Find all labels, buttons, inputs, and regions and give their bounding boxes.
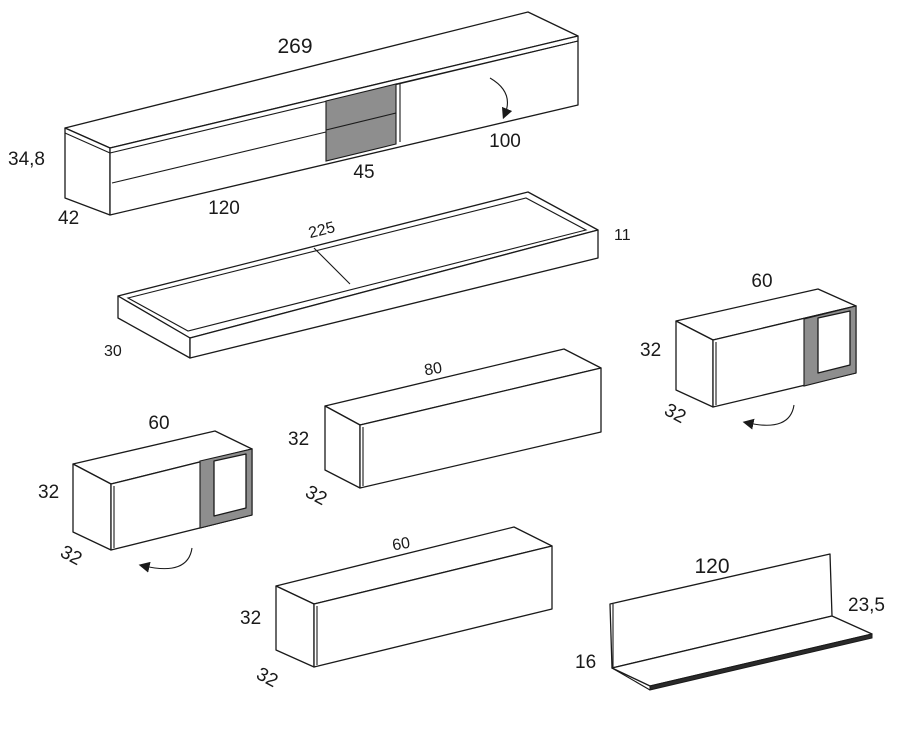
cabinet-80-height-label: 32: [288, 429, 309, 450]
cabinet-60-depth-label: 32: [253, 664, 282, 692]
tv-unit-open-width-label: 45: [353, 162, 374, 183]
tv-unit-height-label: 34,8: [8, 149, 45, 170]
tray-height-label: 11: [614, 227, 631, 244]
tray-width-label: 225: [307, 219, 337, 242]
cabinet-60: 60 32 32: [240, 526, 553, 692]
tv-unit-door-width-label: 100: [489, 131, 521, 152]
cabinet-right-depth-label: 32: [661, 400, 690, 428]
shelf-height-label: 16: [575, 652, 596, 673]
cabinet-left: 60 32 32: [38, 413, 253, 573]
tv-unit-width-label: 269: [277, 35, 312, 58]
cabinet-left-width-label: 60: [148, 413, 169, 434]
cabinet-right-width-label: 60: [751, 271, 772, 292]
cabinet-80-width-label: 80: [423, 360, 444, 380]
tv-unit-depth-label: 42: [58, 208, 79, 229]
tray: 225 11 30: [104, 191, 631, 360]
tv-unit-drawer-width-label: 120: [208, 198, 240, 219]
cabinet-80-depth-label: 32: [302, 482, 331, 510]
cabinet-60-width-label: 60: [391, 535, 412, 555]
cabinet-right-height-label: 32: [640, 340, 661, 361]
shelf-width-label: 120: [694, 555, 729, 578]
cabinet-left-depth-label: 32: [57, 542, 86, 570]
tray-depth-label: 30: [104, 343, 122, 360]
cabinet-60-height-label: 32: [240, 608, 261, 629]
cabinet-left-height-label: 32: [38, 482, 59, 503]
shelf-depth-label: 23,5: [848, 595, 885, 616]
cabinet-80: 80 32 32: [288, 348, 602, 510]
shelf: 120 23,5 16: [575, 553, 885, 691]
cabinet-right: 60 32 32: [640, 271, 857, 430]
tv-unit: 269 34,8 42 120 45 100: [8, 11, 579, 229]
